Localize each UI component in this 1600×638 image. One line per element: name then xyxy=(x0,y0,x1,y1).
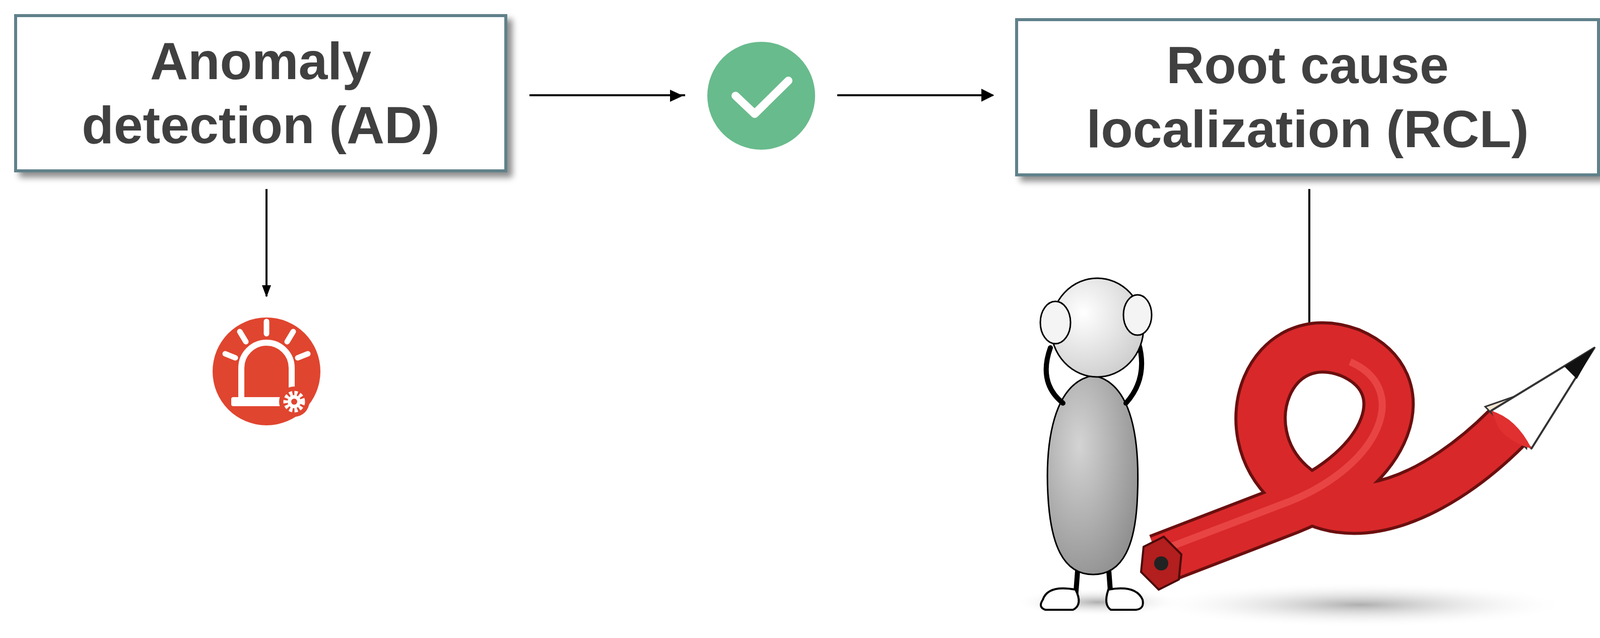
floor-shadow xyxy=(1148,581,1572,628)
check-circle xyxy=(707,41,816,150)
flow-arrow xyxy=(529,94,993,97)
knotted-pencil xyxy=(1141,347,1595,590)
down-arrow xyxy=(266,188,1310,341)
process-box: Root cause localization (RCL) xyxy=(1015,18,1600,177)
process-box: Anomaly detection (AD) xyxy=(14,14,508,173)
arrow-head xyxy=(670,89,684,102)
gap-patch xyxy=(685,85,838,106)
stick-figure xyxy=(1040,278,1152,610)
alarm-icon xyxy=(212,317,321,426)
check-mark xyxy=(735,80,789,114)
box-label: Root cause localization (RCL) xyxy=(1055,33,1560,162)
box-label: Anomaly detection (AD) xyxy=(69,29,453,158)
